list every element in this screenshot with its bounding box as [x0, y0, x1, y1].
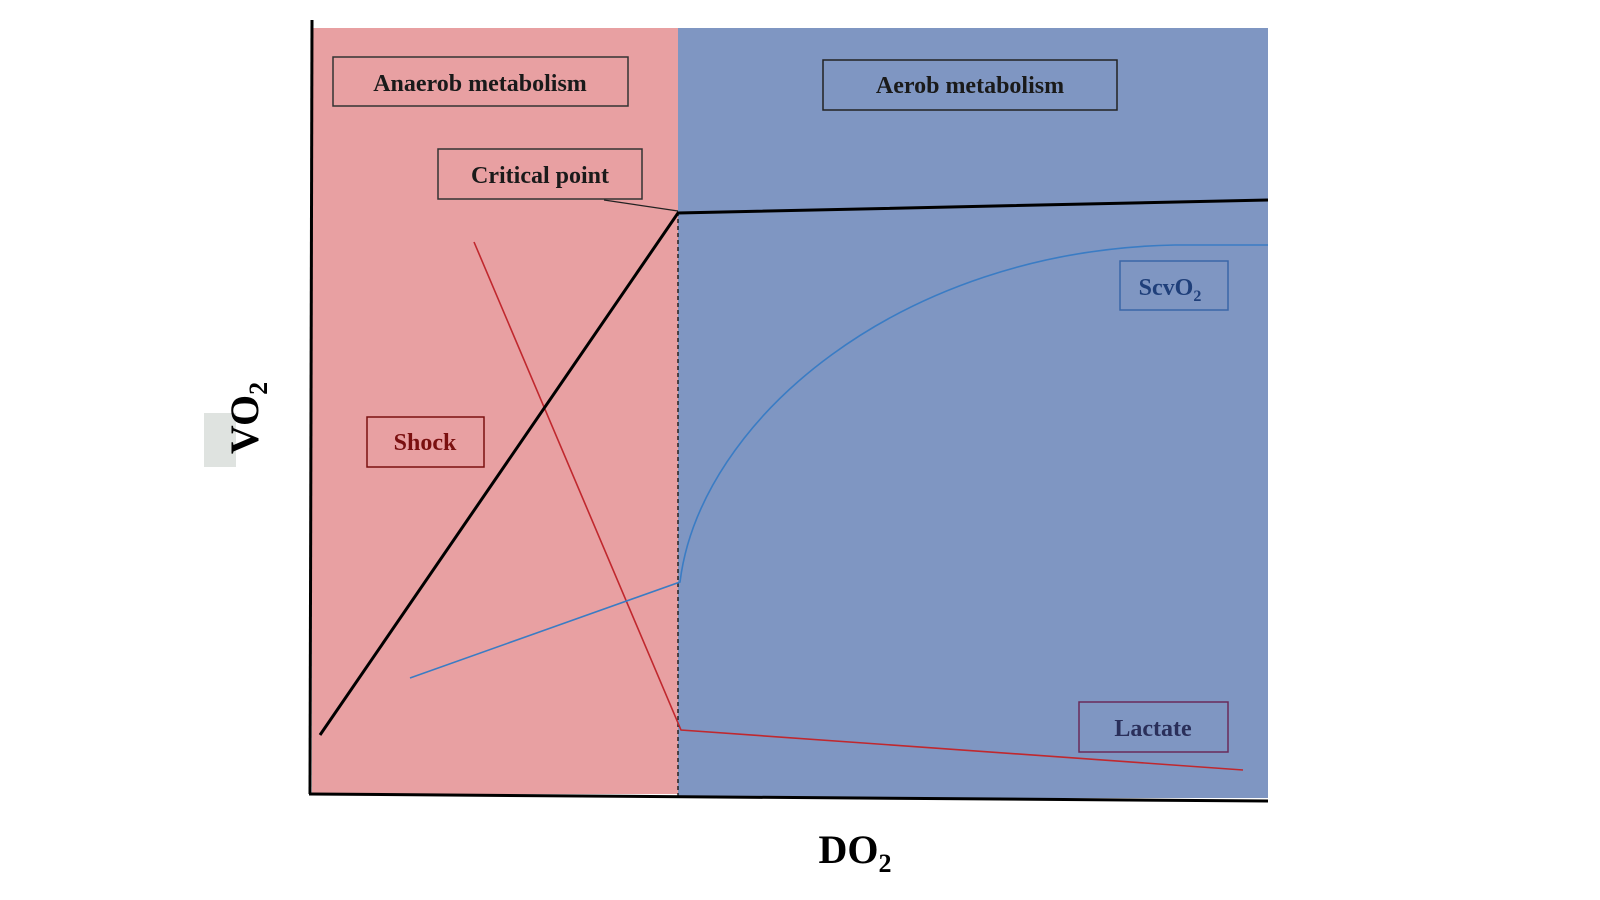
aerobic-label: Aerob metabolism [876, 73, 1064, 99]
y-label-tab [204, 413, 236, 467]
aerobic-label-box: Aerob metabolism [822, 59, 1118, 111]
anaerobic-region [312, 28, 678, 794]
lactate-label-box: Lactate [1078, 701, 1229, 753]
anaerobic-label-box: Anaerob metabolism [332, 56, 629, 107]
vo2-line [318, 198, 1269, 736]
aerobic-region [678, 28, 1268, 798]
critical-point-label-box: Critical point [437, 148, 643, 200]
x-axis [308, 792, 1269, 803]
shock-label: Shock [394, 430, 457, 456]
scvo2-curve [409, 244, 1268, 679]
critical-point-pointer [603, 199, 679, 212]
critical-point-label: Critical point [471, 163, 609, 189]
anaerobic-label: Anaerob metabolism [373, 71, 587, 97]
scvo2-label-box: ScvO2 [1119, 260, 1229, 311]
y-axis-label: VO2 [222, 382, 273, 454]
shock-label-box: Shock [366, 416, 485, 468]
x-axis-label: DO2 [819, 827, 892, 878]
lactate-label: Lactate [1114, 716, 1192, 742]
scvo2-label: ScvO2 [1139, 275, 1202, 305]
y-axis [308, 19, 314, 795]
lactate-line [473, 241, 1244, 771]
